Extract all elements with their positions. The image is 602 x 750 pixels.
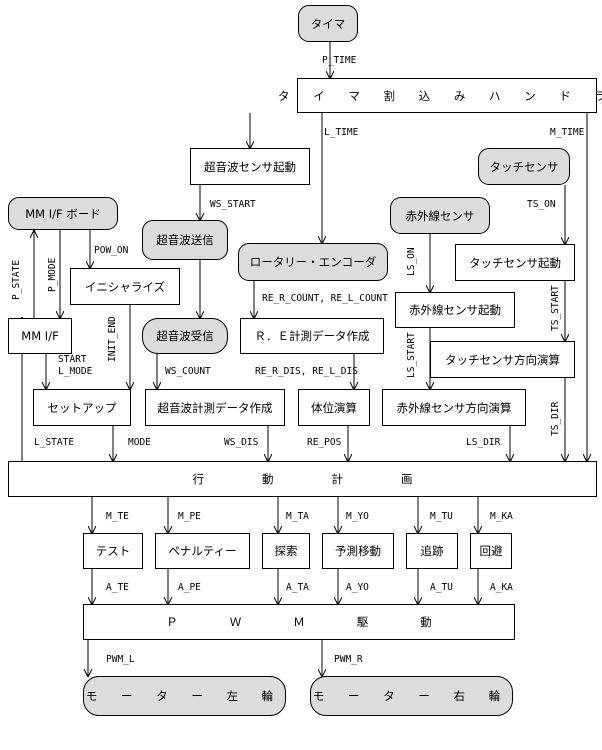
label-re-r-count: RE_R_COUNT, RE_L_COUNT bbox=[262, 293, 388, 304]
label-a-ka: A_KA bbox=[490, 582, 513, 593]
node-motor-right: モ ー タ ー 右 輪 bbox=[310, 676, 513, 716]
label-pwm-l: PWM_L bbox=[106, 654, 135, 665]
node-motor-left: モ ー タ ー 左 輪 bbox=[83, 676, 286, 716]
node-ir-sensor: 赤外線センサ bbox=[390, 197, 490, 234]
node-ir-direction: 赤外線センサ方向演算 bbox=[382, 389, 526, 426]
node-search: 探索 bbox=[262, 533, 310, 569]
label-m-pe: M_PE bbox=[178, 511, 201, 522]
label-a-pe: A_PE bbox=[178, 582, 201, 593]
label-p-state: P_STATE bbox=[11, 259, 22, 300]
label-a-ta: A_TA bbox=[286, 582, 309, 593]
node-us-data: 超音波計測データ作成 bbox=[145, 389, 285, 426]
label-m-yo: M_YO bbox=[346, 511, 369, 522]
label-l-time: L_TIME bbox=[324, 127, 359, 138]
node-ir-sensor-start: 赤外線センサ起動 bbox=[395, 292, 515, 328]
label-m-ka: M_KA bbox=[490, 511, 513, 522]
label-ts-dir: TS_DIR bbox=[550, 401, 561, 436]
node-pwm-drive: ＰＷＭ駆動 bbox=[83, 604, 515, 640]
label-m-time: M_TIME bbox=[550, 127, 585, 138]
label-ws-start: WS_START bbox=[210, 199, 256, 210]
label-mode: MODE bbox=[128, 437, 151, 448]
node-penalty: ペナルティー bbox=[155, 533, 250, 569]
label-pow-on: POW_ON bbox=[94, 245, 129, 256]
node-avoid: 回避 bbox=[470, 533, 512, 569]
node-posture: 体位演算 bbox=[298, 389, 370, 426]
label-a-tu: A_TU bbox=[430, 582, 453, 593]
node-initialize: イニシャライズ bbox=[70, 268, 180, 305]
node-mm-if-board: MM I/F ボード bbox=[8, 197, 118, 230]
label-p-time: P_TIME bbox=[322, 55, 357, 66]
label-a-te: A_TE bbox=[106, 582, 129, 593]
node-rotary-encoder: ロータリー・エンコーダ bbox=[238, 243, 388, 281]
label-ts-start: TS_START bbox=[550, 285, 561, 331]
label-pwm-r: PWM_R bbox=[334, 654, 363, 665]
node-us-sensor-start: 超音波センサ起動 bbox=[190, 148, 310, 185]
label-re-r-dis: RE_R_DIS, RE_L_DIS bbox=[255, 366, 358, 377]
label-l-mode: L_MODE bbox=[58, 366, 93, 377]
node-us-receive: 超音波受信 bbox=[142, 318, 228, 354]
label-a-yo: A_YO bbox=[346, 582, 369, 593]
node-touch-sensor: タッチセンサ bbox=[478, 148, 570, 185]
node-predict-move: 予測移動 bbox=[322, 533, 394, 569]
label-m-tu: M_TU bbox=[430, 511, 453, 522]
node-re-data: Ｒ．Ｅ計測データ作成 bbox=[240, 318, 384, 354]
node-mm-if: MM I/F bbox=[8, 318, 72, 354]
node-touch-sensor-start: タッチセンサ起動 bbox=[455, 244, 575, 281]
label-ls-dir: LS_DIR bbox=[466, 437, 501, 448]
node-test: テスト bbox=[83, 533, 143, 569]
label-m-ta: M_TA bbox=[286, 511, 309, 522]
node-touch-direction: タッチセンサ方向演算 bbox=[430, 341, 575, 378]
label-p-mode: P_MODE bbox=[47, 257, 58, 292]
label-re-pos: RE_POS bbox=[307, 437, 342, 448]
label-ws-count: WS_COUNT bbox=[165, 366, 211, 377]
label-l-state: L_STATE bbox=[34, 437, 75, 448]
node-setup: セットアップ bbox=[33, 389, 131, 426]
label-ts-on: TS_ON bbox=[527, 199, 556, 210]
node-timer: タイマ bbox=[298, 5, 358, 42]
node-chase: 追跡 bbox=[406, 533, 458, 569]
node-timer-handler: タ イ マ 割 込 み ハ ン ド ラ bbox=[278, 78, 602, 113]
label-m-te: M_TE bbox=[106, 511, 129, 522]
label-ws-dis: WS_DIS bbox=[224, 437, 259, 448]
node-action-plan: 行動計画 bbox=[8, 461, 597, 497]
node-us-send: 超音波送信 bbox=[142, 220, 228, 260]
label-init-end: INIT_END bbox=[107, 316, 118, 362]
label-ls-start: LS_START bbox=[406, 332, 417, 378]
label-ls-on: LS_ON bbox=[406, 247, 417, 276]
label-start: START bbox=[58, 354, 87, 365]
